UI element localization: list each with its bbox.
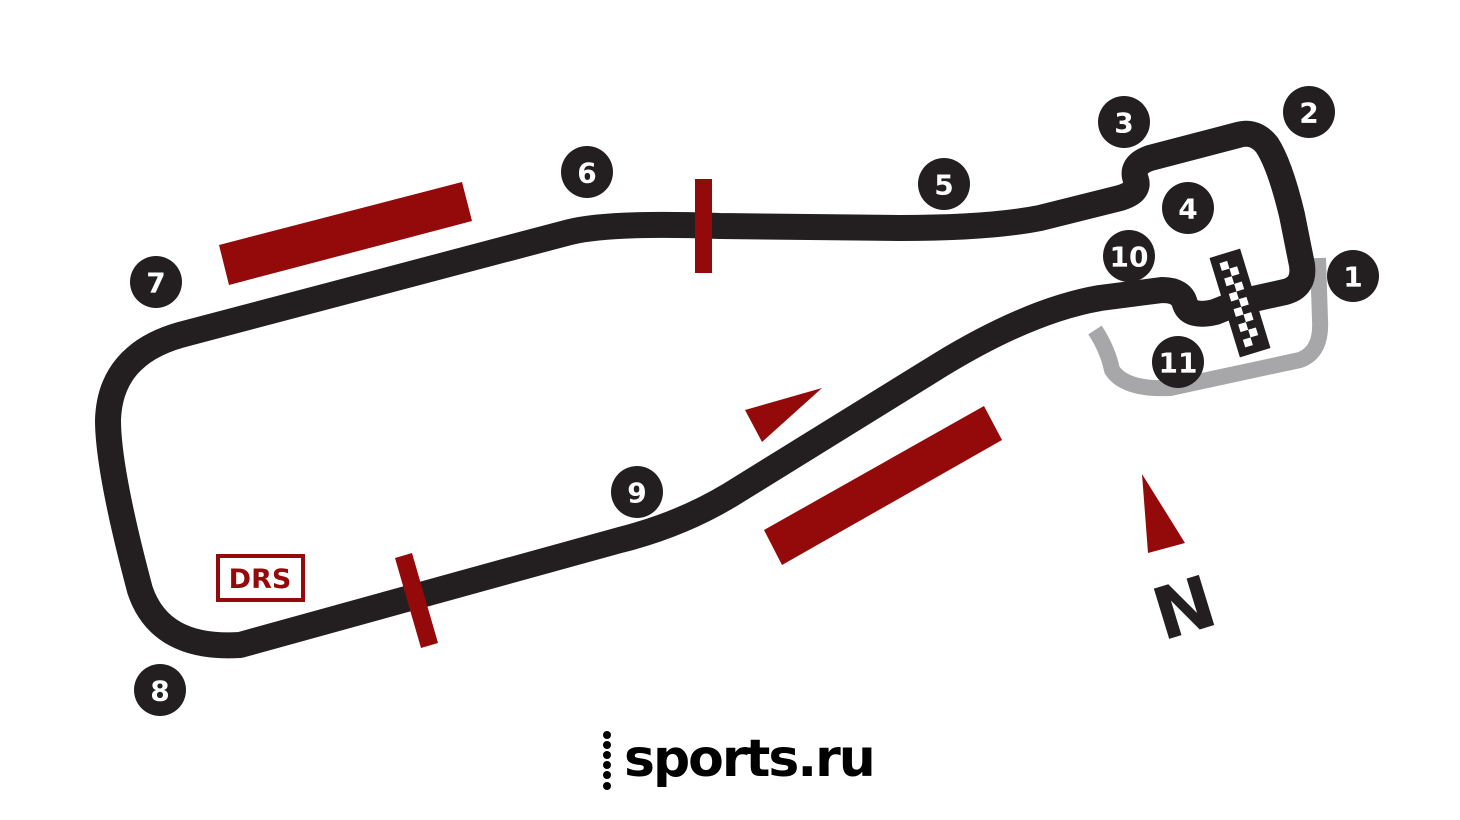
svg-text:4: 4 (1178, 193, 1197, 226)
turn-2: 2 (1283, 86, 1335, 138)
drs-label: DRS (229, 564, 292, 595)
svg-text:11: 11 (1159, 347, 1198, 380)
turn-11: 11 (1152, 336, 1204, 388)
north-arrow-icon (1142, 474, 1185, 553)
north-label: N (1143, 559, 1225, 657)
svg-text:10: 10 (1110, 241, 1149, 274)
svg-text:2: 2 (1299, 97, 1318, 130)
sports-ru-logo: sports.ru (603, 729, 876, 790)
svg-text:8: 8 (150, 675, 169, 708)
start-finish-flag (1209, 248, 1271, 358)
turn-7: 7 (130, 256, 182, 308)
turn-10: 10 (1103, 230, 1155, 282)
track (95, 120, 1316, 659)
turn-3: 3 (1098, 96, 1150, 148)
svg-text:3: 3 (1114, 107, 1133, 140)
svg-text:9: 9 (627, 477, 646, 510)
turn-1: 1 (1327, 250, 1379, 302)
turn-8: 8 (134, 664, 186, 716)
sector-marker-1 (695, 179, 712, 273)
turn-6: 6 (561, 146, 613, 198)
svg-text:1: 1 (1343, 261, 1362, 294)
turn-9: 9 (611, 466, 663, 518)
turn-4: 4 (1162, 182, 1214, 234)
sector-marker-2 (395, 553, 438, 648)
svg-text:6: 6 (577, 157, 596, 190)
logo-dots-icon (603, 731, 611, 790)
turn-5: 5 (918, 158, 970, 210)
svg-text:7: 7 (146, 267, 165, 300)
drs-label-box: DRS (216, 554, 305, 602)
drs-zone-2 (764, 406, 1002, 565)
direction-arrow-icon (745, 388, 822, 442)
drs-zone-1 (219, 182, 472, 285)
logo-text: sports.ru (624, 729, 874, 789)
pit-lane (1088, 257, 1329, 397)
svg-text:5: 5 (934, 169, 953, 202)
